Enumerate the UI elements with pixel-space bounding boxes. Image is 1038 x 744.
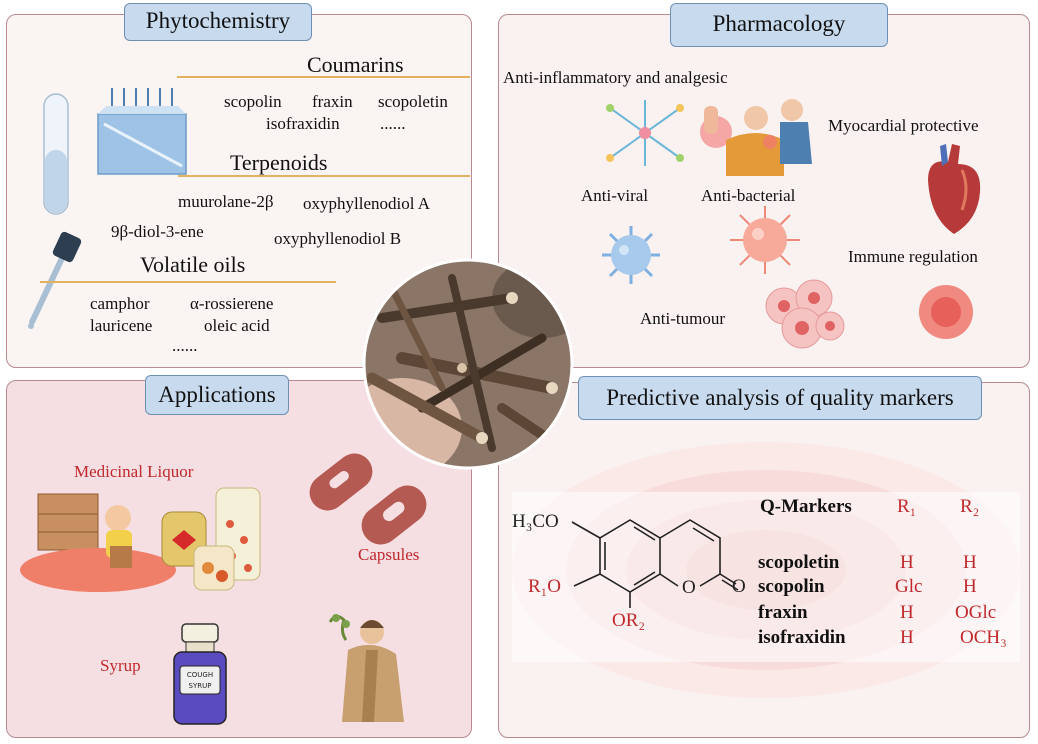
immune-cell-icon: [919, 285, 973, 339]
r2-header: R₂: [960, 496, 980, 517]
qmarker-name: isofraxidin: [758, 627, 846, 648]
terpenoids-heading: Terpenoids: [230, 150, 328, 175]
qmarker-r2: H: [963, 576, 977, 597]
qmarker-r1: H: [900, 552, 914, 573]
heart-icon: [928, 144, 981, 234]
coumarin-item: scopoletin: [378, 92, 448, 111]
bottle-label-line: SYRUP: [189, 682, 212, 690]
volatile-oil-item: α-rossierene: [190, 294, 274, 313]
effect-label: Anti-tumour: [640, 309, 725, 328]
medicinal-liquor-scene-icon: [20, 487, 261, 592]
structure-table-backdrop: [512, 492, 1020, 662]
qmarker-r1: H: [900, 627, 914, 648]
terpenoid-item: oxyphyllenodiol A: [303, 194, 431, 213]
phytochemistry-title: Phytochemistry: [124, 3, 312, 41]
ring-oxygen-label: O: [682, 577, 696, 598]
r1o-label: R₁O: [528, 576, 561, 597]
coumarins-heading: Coumarins: [307, 52, 404, 77]
qmarker-name: scopolin: [758, 576, 825, 597]
tumour-cells-icon: [765, 279, 845, 349]
capsules-icon: [309, 453, 427, 545]
quality-markers-title: Predictive analysis of quality markers: [578, 376, 982, 420]
inflammatory-cytokine-icon: [606, 100, 684, 166]
terpenoid-item: muurolane-2β: [178, 192, 274, 211]
coumarin-item: ......: [380, 114, 406, 133]
qmarker-name: scopoletin: [758, 552, 840, 573]
qmarker-r1: H: [900, 602, 914, 623]
terpenoid-item: oxyphyllenodiol B: [274, 229, 402, 248]
effect-label: Anti-bacterial: [701, 186, 796, 205]
bacteria-icon: [730, 206, 800, 274]
volatile-oils-heading: Volatile oils: [140, 252, 246, 277]
carbonyl-oxygen-label: O: [732, 576, 746, 597]
effect-label: Myocardial protective: [828, 116, 979, 135]
dried-root-herb-photo: [362, 258, 574, 470]
syrup-label: Syrup: [100, 656, 141, 675]
volatile-oil-item: ......: [172, 336, 198, 355]
volatile-oil-item: camphor: [90, 294, 150, 313]
applications-title: Applications: [145, 375, 289, 415]
dropper-icon: [28, 231, 82, 329]
coumarin-structure-diagram: H₃CO R₁O OR₂ O O: [512, 511, 746, 631]
effect-label: Anti-viral: [581, 186, 649, 205]
coumarins-rule: [177, 76, 470, 78]
terpenoids-rule: [178, 175, 470, 177]
r1-header: R₁: [897, 496, 917, 517]
virus-icon: [602, 226, 660, 284]
volatile-oils-rule: [40, 281, 336, 283]
or2-label: OR₂: [612, 610, 645, 631]
qmarker-r2: OGlc: [955, 602, 997, 623]
herbalist-figure-icon: [328, 614, 404, 722]
terpenoid-item: 9β-diol-3-ene: [111, 222, 204, 241]
coumarin-item: fraxin: [312, 92, 353, 111]
effect-label: Anti-inflammatory and analgesic: [503, 68, 728, 87]
coumarin-item: scopolin: [224, 92, 282, 111]
qmarkers-header: Q-Markers: [760, 496, 852, 517]
capsules-label: Capsules: [358, 545, 420, 564]
test-tube-icon: [43, 93, 69, 215]
effect-label: Immune regulation: [848, 247, 978, 266]
volatile-oil-item: oleic acid: [204, 316, 270, 335]
pharmacology-title: Pharmacology: [670, 3, 888, 47]
bottle-label-line: COUGH: [187, 671, 213, 679]
volatile-oil-item: lauricene: [90, 316, 153, 335]
joint-pain-person-icon: [700, 99, 812, 176]
medicinal-liquor-label: Medicinal Liquor: [74, 462, 194, 481]
qmarker-r2: H: [963, 552, 977, 573]
pipette-rack-icon: [97, 88, 187, 175]
cough-syrup-bottle-icon: COUGH SYRUP: [173, 623, 227, 725]
methoxy-label: H₃CO: [512, 511, 559, 532]
qmarker-r1: Glc: [895, 576, 923, 597]
qmarker-r2: OCH₃: [960, 627, 1007, 648]
coumarin-item: isofraxidin: [266, 114, 340, 133]
qmarker-name: fraxin: [758, 602, 808, 623]
